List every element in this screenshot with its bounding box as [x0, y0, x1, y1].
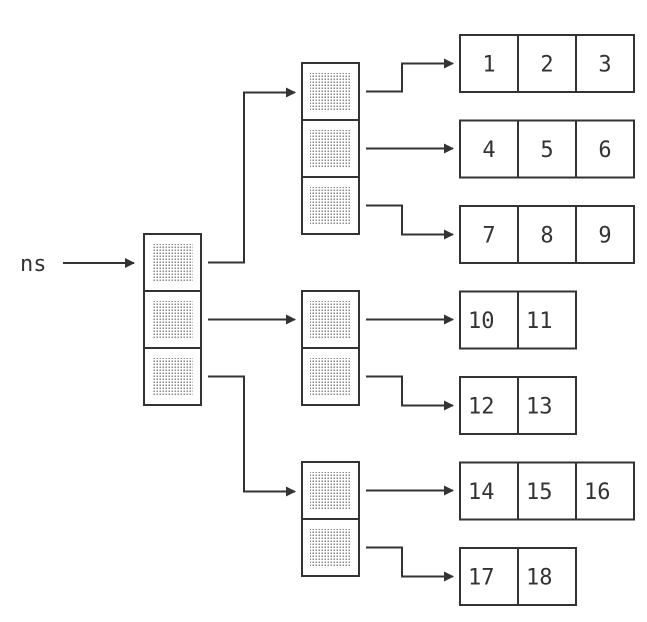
int-cell — [575, 205, 635, 264]
int-cell — [575, 34, 635, 93]
int-value: 14 — [468, 480, 495, 505]
root-pointer-cell — [143, 233, 202, 292]
int-value: 6 — [598, 138, 611, 163]
root-label: ns — [20, 252, 47, 277]
row-arrow — [366, 204, 454, 240]
sub-pointer-cell — [301, 176, 360, 235]
int-cell — [459, 119, 519, 179]
int-value: 13 — [526, 395, 553, 420]
row-arrow — [366, 58, 454, 93]
int-cell — [459, 290, 519, 350]
int-value: 18 — [526, 566, 553, 591]
root-pointer-cell — [143, 290, 202, 349]
int-value: 9 — [598, 224, 611, 249]
int-cell — [459, 461, 519, 521]
sub-pointer-cell — [301, 347, 360, 406]
sub-pointer-cell — [301, 62, 360, 121]
pointer-arrow — [208, 87, 296, 264]
int-array-row: 7 8 9 — [459, 205, 635, 264]
int-value: 4 — [482, 138, 495, 163]
sub-pointer-cell — [301, 461, 360, 520]
int-cell — [517, 547, 577, 606]
sub-pointer-cell — [301, 518, 360, 577]
row-arrow — [366, 375, 454, 411]
int-value: 16 — [584, 480, 611, 505]
row-arrow — [366, 546, 454, 582]
int-cell — [459, 547, 519, 606]
int-cell — [517, 119, 577, 179]
int-array-row: 1 2 3 — [459, 34, 635, 93]
int-value: 2 — [540, 53, 553, 78]
int-value: 8 — [540, 224, 553, 249]
int-array-row: 14 15 16 — [459, 461, 635, 521]
int-array-row: 12 13 — [459, 376, 577, 435]
int-value: 3 — [598, 53, 611, 78]
int-value: 7 — [482, 224, 495, 249]
int-value: 1 — [482, 53, 495, 78]
sub-pointer-cell — [301, 119, 360, 178]
pointer-arrow — [208, 375, 296, 497]
root-pointer-array — [143, 233, 202, 406]
int-cell — [517, 376, 577, 435]
root-pointer-cell — [143, 347, 202, 406]
int-cell — [575, 461, 635, 521]
sub-pointer-cell — [301, 290, 360, 349]
int-cell — [517, 205, 577, 264]
int-value: 17 — [468, 566, 495, 591]
int-value: 5 — [540, 138, 553, 163]
int-value: 10 — [468, 309, 495, 334]
int-cell — [575, 119, 635, 179]
int-array-row: 4 5 6 — [459, 119, 635, 179]
int-cell — [517, 290, 577, 350]
int-value: 12 — [468, 395, 495, 420]
int-value: 11 — [526, 309, 553, 334]
int-value: 15 — [526, 480, 553, 505]
sub-array: 1 2 3 4 5 6 7 8 9 — [208, 34, 635, 264]
sub-array: 10 11 12 13 — [208, 290, 577, 435]
int-array-row: 10 11 — [459, 290, 577, 350]
